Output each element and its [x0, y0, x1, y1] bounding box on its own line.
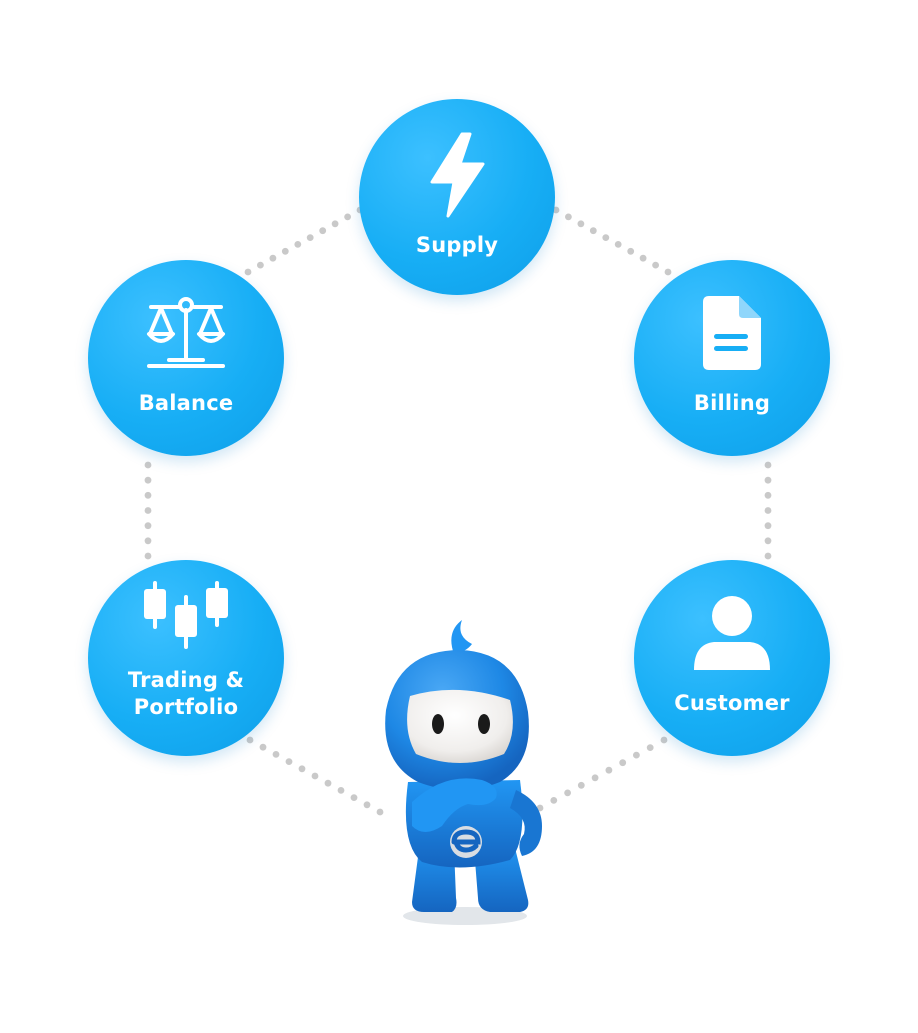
connector-dot — [285, 758, 293, 765]
node-supply[interactable]: Supply — [359, 99, 555, 295]
connector-dot — [652, 261, 659, 269]
node-label-customer: Customer — [674, 690, 790, 715]
connector-dot — [324, 779, 332, 787]
connector-dot — [605, 766, 613, 774]
node-label-trading-portfolio: Trading & Portfolio — [128, 667, 244, 721]
candlestick-chart-icon — [144, 581, 228, 649]
connector-dot — [764, 507, 772, 514]
connector-dot — [144, 476, 152, 484]
connector-dot — [144, 507, 152, 514]
connector-dot — [376, 808, 384, 816]
connector-dot — [627, 247, 635, 255]
connector-dot — [619, 759, 627, 767]
connector-dot — [337, 787, 345, 794]
connector-dot — [577, 781, 585, 789]
connector-dot — [363, 801, 371, 809]
connector-dot — [298, 765, 306, 773]
connector-dot — [764, 537, 772, 545]
connector-dot — [306, 234, 314, 242]
node-label-line-1: Trading & — [127, 668, 245, 692]
connector-dot — [144, 522, 152, 530]
connector-dot — [319, 227, 327, 235]
connector-dot — [764, 491, 772, 499]
balance-scale-icon — [147, 296, 225, 368]
connector-dot — [591, 774, 599, 782]
mascot-robot-icon — [385, 620, 542, 925]
connector-dot — [577, 220, 585, 228]
connector-dot — [144, 537, 152, 545]
connector-dot — [764, 522, 772, 530]
connector-dot — [272, 751, 280, 758]
node-label-balance: Balance — [138, 390, 234, 415]
user-icon — [694, 595, 770, 670]
connector-dot — [639, 254, 647, 262]
connector-dot — [350, 794, 358, 801]
connector-dot — [269, 254, 277, 262]
connector-dot — [764, 461, 772, 469]
connector-dot — [764, 552, 772, 560]
node-billing[interactable]: Billing — [634, 260, 830, 456]
node-label-line-2: Portfolio — [133, 695, 239, 719]
connector-dot — [602, 234, 610, 242]
connector-dot — [660, 736, 668, 744]
connector-dot — [646, 744, 654, 751]
connector-dot — [246, 736, 254, 744]
connector-dot — [144, 552, 152, 560]
connector-dot — [344, 213, 351, 221]
connector-dot — [257, 261, 264, 269]
node-balance[interactable]: Balance — [88, 260, 284, 456]
connector-dot — [550, 797, 558, 804]
connector-dot — [633, 751, 640, 759]
connector-dot — [311, 772, 319, 780]
connector-dot — [664, 268, 672, 276]
document-icon — [703, 295, 761, 370]
connector-dot — [294, 241, 302, 248]
connector-dot — [565, 213, 572, 221]
node-label-supply: Supply — [415, 232, 499, 257]
node-label-billing: Billing — [693, 390, 771, 415]
connector-dot — [144, 491, 152, 499]
lightning-bolt-icon — [430, 132, 485, 217]
node-trading-portfolio[interactable]: Trading & Portfolio — [88, 560, 284, 756]
connector-dot — [281, 247, 289, 255]
connector-dot — [259, 743, 267, 751]
connector-dot — [564, 789, 571, 797]
node-customer[interactable]: Customer — [634, 560, 830, 756]
connector-dots — [144, 206, 772, 816]
connector-dot — [331, 220, 339, 228]
connector-dot — [244, 268, 252, 276]
connector-dot — [614, 241, 622, 248]
connector-dot — [589, 227, 597, 235]
connector-dot — [144, 461, 152, 469]
connector-dot — [764, 476, 772, 484]
